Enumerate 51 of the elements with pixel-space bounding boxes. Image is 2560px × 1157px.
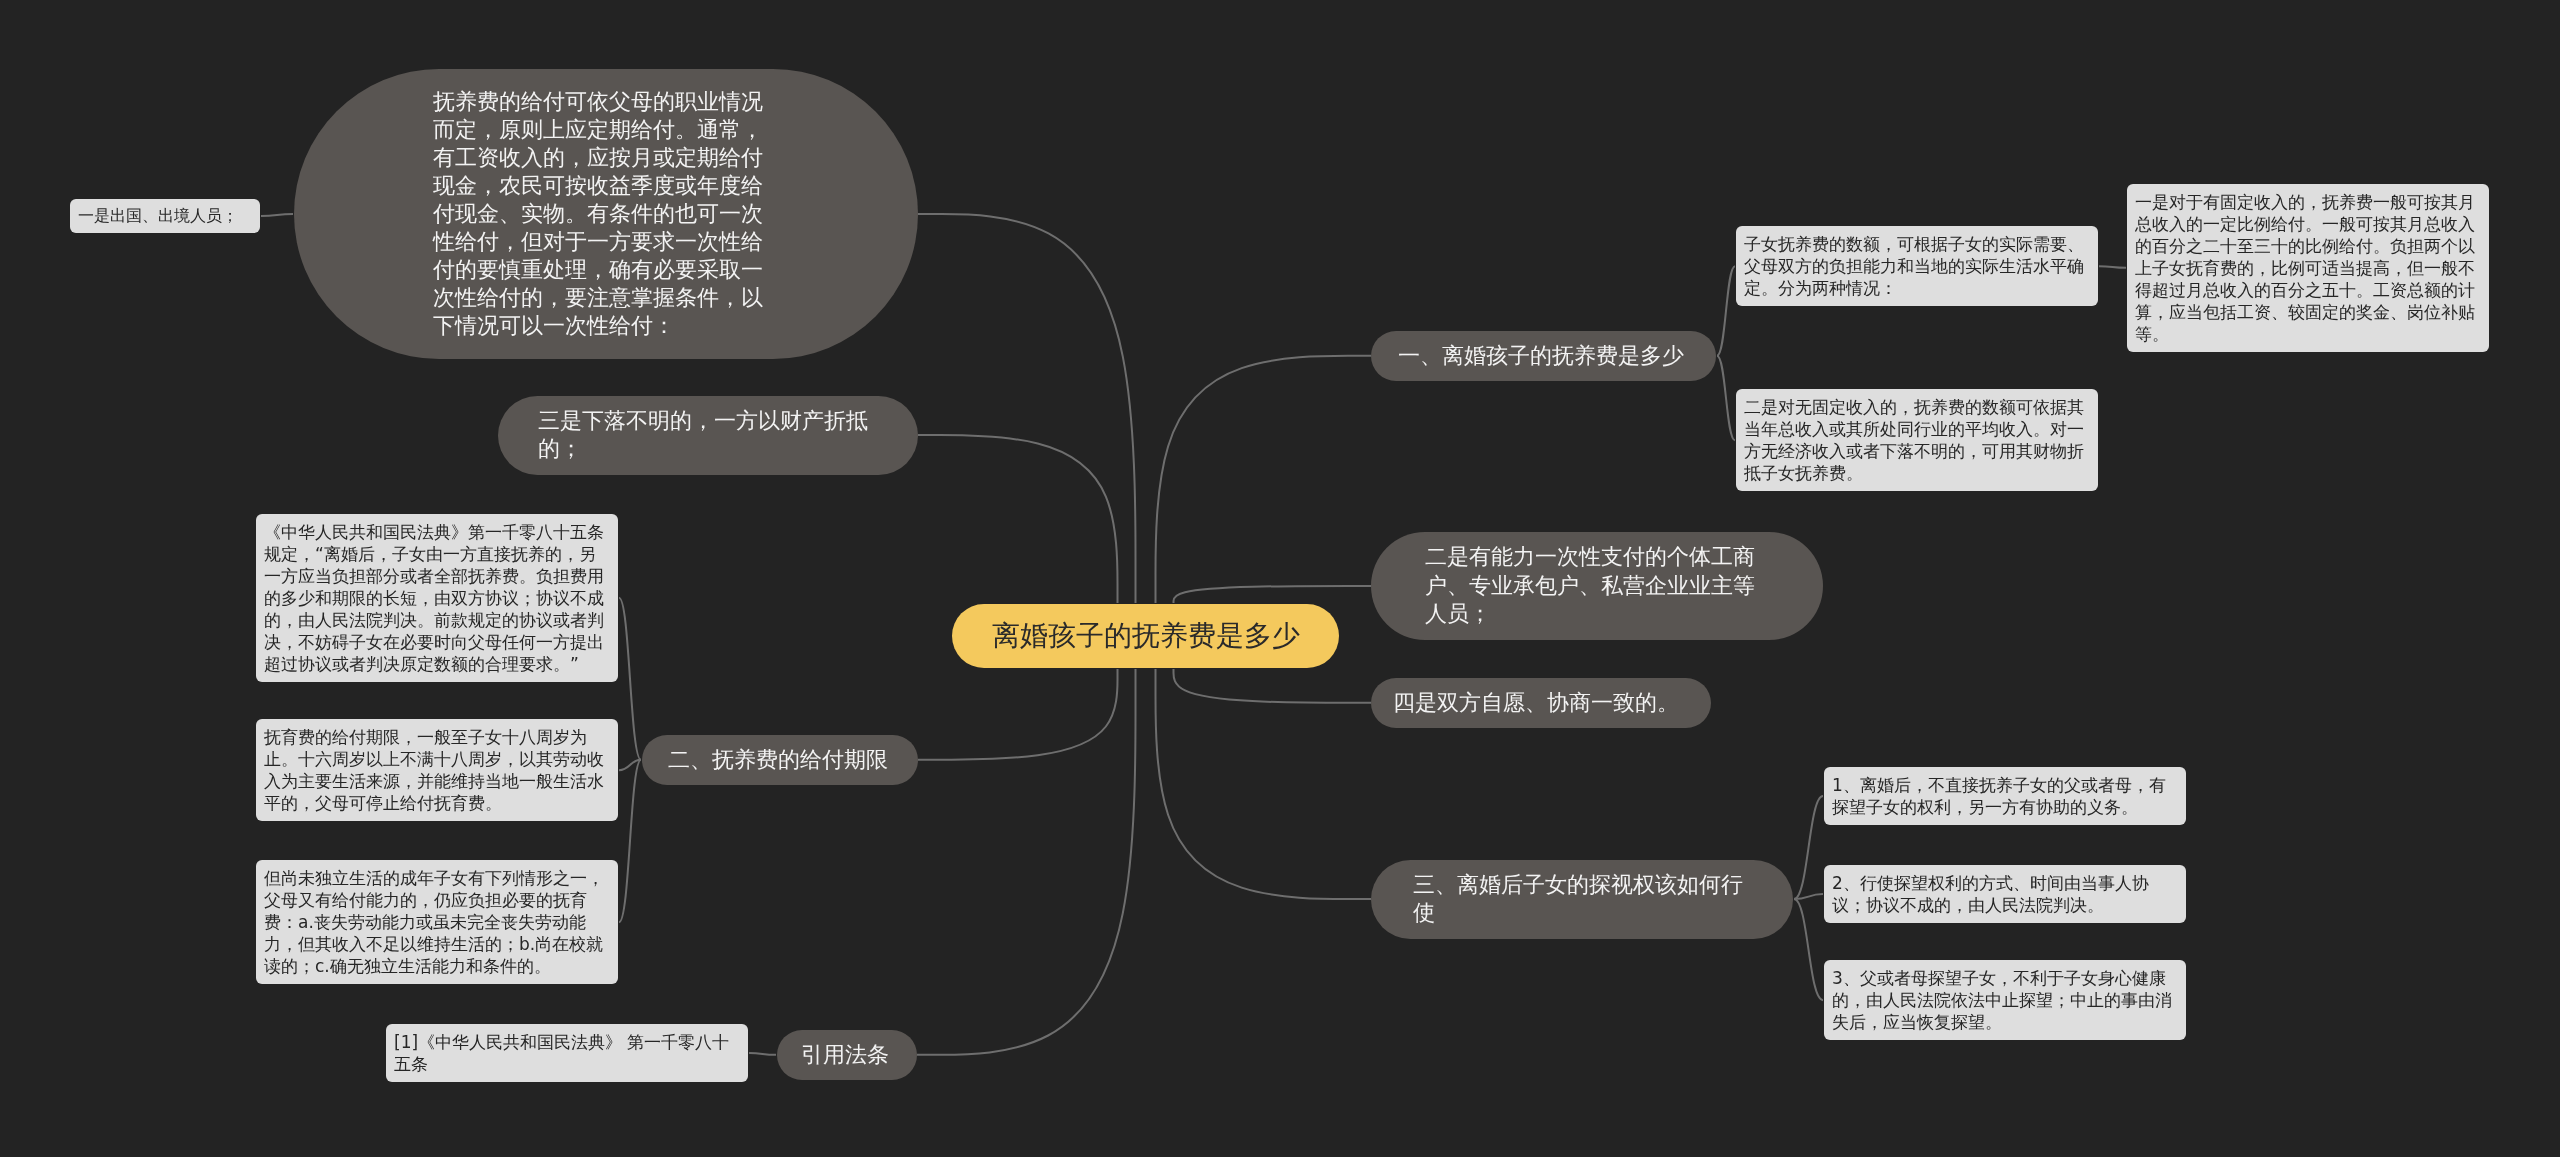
note-text: 但尚未独立生活的成年子女有下列情形之一，父母又有给付能力的，仍应负担必要的抚育费：a.丧失劳动能力或虽未完全丧失劳动能力，但其收入不足以维持生活的；b.尚在校就读的；c.确无独立生活能力和条件的。 <box>264 867 605 978</box>
connector-line <box>916 668 1137 1056</box>
note-card <box>70 198 260 234</box>
topic-text: 四是双方自愿、协商一致的。 <box>1393 688 1679 717</box>
connector-line <box>1793 898 1824 1002</box>
connector-line <box>1172 584 1372 604</box>
note-card <box>1824 865 2186 924</box>
note-card <box>1736 389 2098 492</box>
connector-line <box>618 758 642 924</box>
topic-pill <box>642 734 918 786</box>
topic-pill <box>777 1029 917 1081</box>
connector-line <box>1716 354 1736 442</box>
topic-text: 三、离婚后子女的探视权该如何行使 <box>1413 870 1744 928</box>
note-card <box>256 860 618 985</box>
note-card <box>256 719 618 822</box>
topic-text: 三是下落不明的，一方以财产折抵的； <box>538 406 869 464</box>
topic-text: 离婚孩子的抚养费是多少 <box>991 618 1300 654</box>
connector-line <box>1154 668 1372 901</box>
topic-text: 二、抚养费的给付期限 <box>668 745 888 774</box>
note-text: 一是出国、出境人员； <box>78 205 238 227</box>
topic-pill <box>1371 677 1711 729</box>
connector-line <box>917 434 1119 604</box>
connector-line <box>1154 354 1372 604</box>
note-text: [1]《中华人民共和国民法典》 第一千零八十五条 <box>394 1031 731 1076</box>
note-text: 2、行使探望权利的方式、时间由当事人协议；协议不成的，由人民法院判决。 <box>1832 872 2150 917</box>
topic-pill <box>1371 330 1716 382</box>
note-text: 3、父或者母探望子女，不利于子女身心健康的，由人民法院依法中止探望；中止的事由消失后，应当恢复探望。 <box>1832 967 2173 1034</box>
note-card <box>1824 767 2186 826</box>
note-text: 《中华人民共和国民法典》第一千零八十五条规定，“离婚后，子女由一方直接抚养的，另一方应当负担部分或者全部抚养费。负担费用的多少和期限的长短，由双方协议；协议不成的，由人民法院判决。前款规定的协议或者判决，不妨碍子女在必要时向父母任何一方提出超过协议或者判决原定数额的合理要求。” <box>264 520 605 676</box>
connector-line <box>917 668 1119 761</box>
note-card <box>386 1024 748 1083</box>
note-text: 一是对于有固定收入的，抚养费一般可按其月总收入的一定比例给付。一般可按其月总收入的百分之二十至三十的比例给付。负担两个以上子女抚育费的，比例可适当提高，但一般不得超过月总收入的百分之五十。工资总额的计算，应当包括工资、较固定的奖金、岗位补贴等。 <box>2135 190 2476 346</box>
topic-text: 抚养费的给付可依父母的职业情况而定，原则上应定期给付。通常，有工资收入的，应按月或定期给付现金，农民可按收益季度或年度给付现金、实物。有条件的也可一次性给付，但对于一方要求一次性给付的要慎重处理，确有必要采取一次性给付的，要注意掌握条件，以下情况可以一次性给付： <box>433 88 764 340</box>
topic-text: 一、离婚孩子的抚养费是多少 <box>1398 341 1684 370</box>
note-text: 子女抚养费的数额，可根据子女的实际需要、父母双方的负担能力和当地的实际生活水平确定。分为两种情况： <box>1744 233 2085 300</box>
note-card <box>1736 226 2098 307</box>
connector-line <box>1793 795 1824 901</box>
connector-line <box>748 1052 777 1056</box>
connector-line <box>1716 265 1736 357</box>
note-text: 抚育费的给付期限，一般至子女十八周岁为止。十六周岁以上不满十八周岁，以其劳动收入为主要生活来源，并能维持当地一般生活水平的，父母可停止给付抚育费。 <box>264 726 605 815</box>
connector-line <box>618 758 642 772</box>
note-text: 1、离婚后，不直接抚养子女的父或者母，有探望子女的权利，另一方有协助的义务。 <box>1832 774 2167 819</box>
connector-line <box>618 596 642 761</box>
connector-line <box>260 213 294 217</box>
connector-line <box>917 213 1137 604</box>
topic-text: 引用法条 <box>801 1040 889 1069</box>
connector-line <box>1172 668 1372 704</box>
note-card <box>1824 960 2186 1041</box>
note-text: 二是对无固定收入的，抚养费的数额可依据其当年总收入或其所处同行业的平均收入。对一方无经济收入或者下落不明的，可用其财物折抵子女抚养费。 <box>1744 396 2085 485</box>
connector-line <box>2098 265 2127 269</box>
topic-text: 二是有能力一次性支付的个体工商户、专业承包户、私营企业业主等人员； <box>1425 543 1756 629</box>
